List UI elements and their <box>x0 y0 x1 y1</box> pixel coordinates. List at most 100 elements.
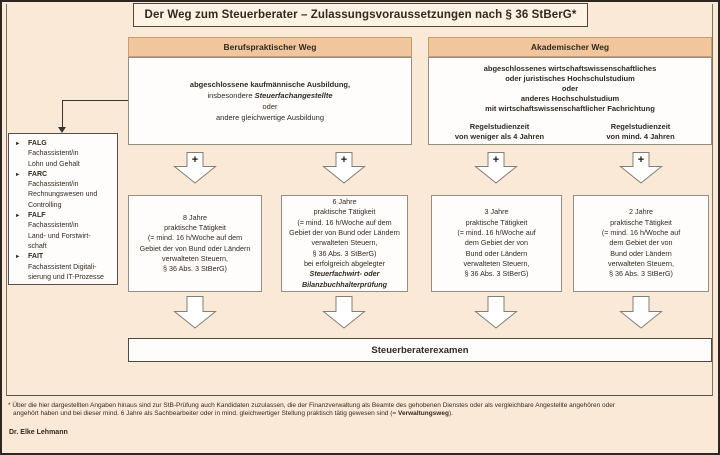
down-arrow-icon <box>321 296 367 334</box>
text-line: oder <box>561 84 579 93</box>
page-title-box: Der Weg zum Steuerberater – Zulassungsvo… <box>133 3 588 27</box>
abbreviation-description: Fachassistent Digitali- <box>28 263 97 271</box>
text-line: (= mind. 16 h/Woche auf <box>601 228 681 238</box>
triangle-bullet-icon: ► <box>15 254 21 261</box>
text-line: 2 Jahre <box>629 207 653 217</box>
exam-box: Steuerberaterexamen <box>128 338 712 362</box>
plus-arrow-icon: + <box>473 152 519 189</box>
text-line: dem Gebiet der von <box>464 238 529 248</box>
academic-qualification-text: abgeschlossenes wirtschaftswissenschaftl… <box>484 64 657 114</box>
text-line: andere gleichwertige Ausbildung <box>216 113 324 122</box>
text-line: 8 Jahre <box>183 212 207 222</box>
triangle-bullet-icon: ► <box>15 213 21 220</box>
text-line: 6 Jahre <box>332 197 357 207</box>
text-line: praktische Tätigkeit <box>313 207 376 217</box>
abbreviation-code: FALG <box>28 140 47 147</box>
text-line: insbesondere Steuerfachangestellte <box>207 91 333 100</box>
abbreviation-code: FALF <box>28 212 46 220</box>
header-label: Berufspraktischer Weg <box>223 42 317 52</box>
footnote: * Über die hier dargestellten Angaben hi… <box>8 402 714 418</box>
header-berufspraktischer-weg: Berufspraktischer Weg <box>128 37 412 57</box>
text-line: Regelstudienzeit <box>469 122 530 131</box>
text-line: Bund oder Ländern <box>610 248 672 258</box>
text-line: verwalteten Steuern, <box>311 238 378 248</box>
text-line: oder <box>262 102 278 111</box>
text-line: praktische Tätigkeit <box>465 217 528 227</box>
abbreviation-description: Controlling <box>28 201 62 209</box>
plus-label: + <box>637 154 645 166</box>
abbreviation-description: Lohn und Gehalt <box>28 160 80 168</box>
text-line: verwalteten Steuern, <box>162 253 228 263</box>
text-line: anderes Hochschulstudium <box>520 94 620 103</box>
text-line: Bilanzbuchhalterprüfung <box>301 279 388 289</box>
text-line: Bund oder Ländern <box>465 248 528 258</box>
text-line: § 36 Abs. 3 StBerG) <box>464 269 529 279</box>
text-line: von mind. 4 Jahren <box>606 132 675 141</box>
text-line: mit wirtschaftswissenschaftlicher Fachri… <box>485 104 655 113</box>
abbreviation-description: sierung und IT-Prozesse <box>28 273 104 281</box>
text-line: verwalteten Steuern, <box>463 258 530 268</box>
plus-label: + <box>492 154 500 166</box>
text-line: § 36 Abs. 3 StBerG) <box>163 264 227 274</box>
text-line: von weniger als 4 Jahren <box>454 132 545 141</box>
text-line: § 36 Abs. 3 StBerG) <box>609 269 673 279</box>
triangle-bullet-icon: ► <box>15 171 21 178</box>
abbreviation-code: FARC <box>28 170 48 178</box>
abbreviation-description: Rechnungswesen und <box>28 191 98 199</box>
abbreviation-description: Fachassistent/in <box>28 181 79 189</box>
abbreviation-description: Fachassistent/in <box>28 150 79 158</box>
down-arrow-icon <box>618 296 664 334</box>
text-line: (= mind. 16 h/Woche auf dem <box>147 233 243 243</box>
text-line: (= mind. 16 h/Woche auf <box>457 228 536 238</box>
text-line: Steuerfachwirt- oder <box>309 269 380 279</box>
abbreviation-description: Fachassistent/in <box>28 222 79 230</box>
text-line: Gebiet der von Bund oder Ländern <box>139 243 251 253</box>
text-line: Regelstudienzeit <box>610 122 671 131</box>
down-arrow-icon <box>473 296 519 334</box>
footnote-line-1: * Über die hier dargestellten Angaben hi… <box>8 402 616 409</box>
sidebar-item-fait: ► FAIT Fachassistent Digitali-sierung und … <box>15 252 113 283</box>
plus-label: + <box>191 154 199 166</box>
text-line: praktische Tätigkeit <box>610 217 672 227</box>
text-line: abgeschlossenes wirtschaftswissenschaftl… <box>483 64 657 73</box>
plus-label: + <box>340 154 348 166</box>
abbreviation-description: schaft <box>28 242 47 250</box>
text-line: 3 Jahre <box>484 207 509 217</box>
connector-line-vertical <box>62 100 63 128</box>
header-akademischer-weg: Akademischer Weg <box>428 37 712 57</box>
exam-label: Steuerberaterexamen <box>371 344 469 356</box>
connector-line-horizontal <box>62 100 128 101</box>
text-line: bei erfolgreich abgelegter <box>303 258 386 268</box>
plus-arrow-icon: + <box>321 152 367 189</box>
text-line: praktische Tätigkeit <box>164 222 226 232</box>
text-line: oder juristisches Hochschulstudium <box>505 74 635 83</box>
author-credit: Dr. Elke Lehmann <box>9 429 68 436</box>
text-line: dem Gebiet der von <box>609 238 673 248</box>
connector-arrowhead-icon <box>58 127 66 133</box>
text-line: verwalteten Steuern, <box>608 258 674 268</box>
text-line: abgeschlossene kaufmännische Ausbildung, <box>189 80 351 89</box>
abbreviation-description: Land- und Forstwirt- <box>28 232 91 240</box>
page-title: Der Weg zum Steuerberater – Zulassungsvo… <box>144 9 577 21</box>
plus-arrow-icon: + <box>172 152 218 189</box>
inner-frame <box>6 4 713 396</box>
text-line: Gebiet der von Bund oder Ländern <box>289 228 400 238</box>
text-line: § 36 Abs. 3 StBerG) <box>312 248 377 258</box>
plus-arrow-icon: + <box>618 152 664 189</box>
triangle-bullet-icon: ► <box>15 141 21 147</box>
header-label: Akademischer Weg <box>530 42 610 52</box>
footnote-line-2: angehört haben und bei dieser mind. 6 Ja… <box>13 410 453 417</box>
professional-qualification-box: abgeschlossene kaufmännische Ausbildung,… <box>128 57 412 145</box>
down-arrow-icon <box>172 296 218 334</box>
abbreviation-code: FAIT <box>28 253 44 261</box>
